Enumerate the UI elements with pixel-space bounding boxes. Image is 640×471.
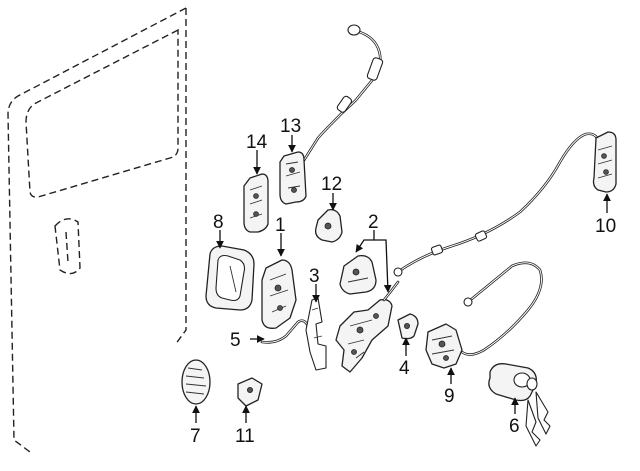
callout-12: 12 [321, 174, 342, 195]
callout-7: 7 [190, 426, 201, 447]
part-5-rod [260, 319, 310, 344]
part-12-clip [314, 208, 343, 243]
part-4-bumper [397, 313, 419, 340]
callout-11: 11 [235, 426, 255, 447]
callout-6: 6 [509, 416, 520, 437]
part-14-bracket [243, 173, 269, 233]
callout-4: 4 [399, 358, 410, 379]
part-7-cover [181, 359, 211, 405]
callout-2: 2 [368, 212, 379, 233]
part-3-lock-rod [305, 297, 327, 371]
part-8-inside-handle [205, 245, 255, 311]
callout-labels: 1 2 3 4 5 6 7 8 9 10 11 12 13 14 [190, 116, 616, 447]
callout-leaders [192, 135, 611, 423]
lower-cable [460, 261, 543, 356]
rear-latch-cable [393, 132, 602, 277]
part-10-rear-latch [592, 131, 617, 193]
upper-cable [292, 24, 384, 178]
callout-9: 9 [444, 386, 455, 407]
part-13-remote-control [279, 151, 307, 205]
callout-1: 1 [275, 215, 286, 236]
part-2-lower-latch [335, 280, 400, 373]
part-2-upper-latch [339, 254, 377, 295]
callout-5: 5 [230, 330, 241, 351]
part-1-latch-control [261, 259, 297, 329]
part-6-lock-cylinder [488, 363, 551, 447]
door-outline [7, 7, 187, 453]
callout-3: 3 [309, 266, 320, 287]
callout-10: 10 [595, 216, 616, 237]
callout-13: 13 [280, 116, 301, 137]
callout-14: 14 [246, 132, 268, 153]
part-9-lower-latch [425, 323, 463, 369]
part-11-striker [237, 377, 263, 407]
callout-8: 8 [213, 212, 224, 233]
